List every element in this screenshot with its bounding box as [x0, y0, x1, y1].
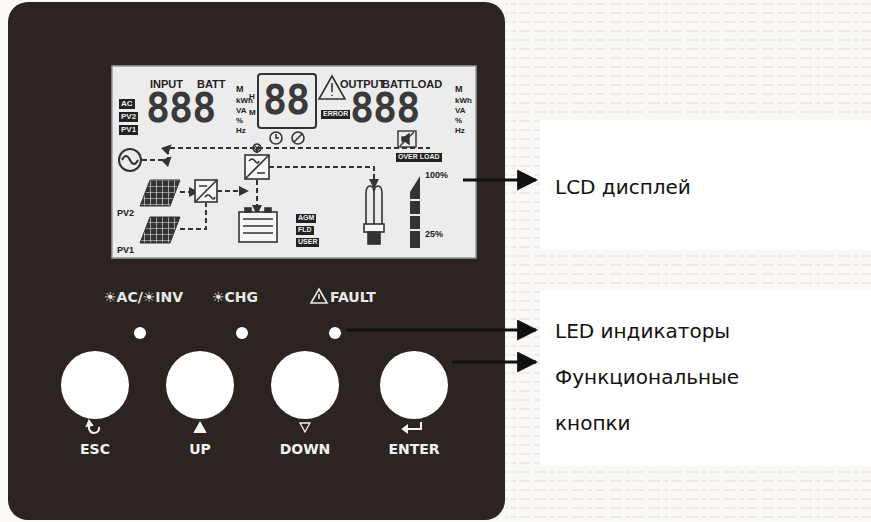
lcd-icons — [119, 76, 345, 171]
led-label: FAULT — [330, 289, 376, 305]
power-flow-lines — [142, 148, 430, 229]
timer-frame — [258, 74, 316, 128]
fault-triangle — [311, 289, 327, 303]
lcd-label: PV2 — [117, 208, 134, 218]
lcd-label: VA — [455, 106, 466, 115]
lcd-label: Hz — [236, 126, 246, 135]
callout-box: LCD дисплей — [540, 120, 871, 250]
callout-text: LED индикаторы — [555, 308, 855, 354]
lcd-indicator: ERROR — [321, 110, 350, 119]
watermark-texture — [505, 0, 871, 522]
lcd-label: M — [249, 108, 256, 117]
lcd-label: kWh — [455, 96, 472, 105]
button-icons — [87, 421, 421, 433]
inverter-symbol — [195, 155, 269, 202]
leader-arrow — [346, 180, 536, 362]
lcd-indicator: PV2 — [119, 112, 138, 122]
led-dot — [134, 327, 341, 339]
lcd-digits: 88 — [263, 80, 309, 120]
lcd-label: Hz — [455, 126, 465, 135]
lcd-label: 100% — [425, 170, 448, 180]
solar-panel — [140, 180, 180, 206]
push-button — [61, 351, 448, 419]
lcd-label: VA — [236, 106, 247, 115]
lcd-label: % — [455, 116, 462, 125]
button-label: ESC — [80, 441, 110, 457]
load-bulb — [364, 186, 384, 244]
button-label: UP — [189, 441, 211, 457]
lcd-label: 25% — [425, 229, 443, 239]
battery-symbol — [239, 208, 277, 242]
callout-text: LCD дисплей — [555, 164, 855, 210]
mute-icon — [398, 131, 416, 147]
lcd-label: H — [249, 92, 255, 101]
lcd-screen — [112, 66, 476, 258]
lcd-digits: 888 — [350, 88, 419, 128]
lcd-digits: 888 — [146, 88, 215, 128]
lcd-indicator: FLD — [296, 226, 314, 235]
lcd-label: PV1 — [117, 245, 134, 255]
led-label: ☀AC/☀INV — [104, 289, 183, 305]
lcd-indicator: OVER LOAD — [396, 153, 442, 162]
lcd-indicator: PV1 — [119, 125, 138, 135]
lcd-label: % — [236, 116, 243, 125]
button-label: ENTER — [388, 441, 439, 457]
lcd-indicator: AC — [119, 99, 135, 109]
load-bar — [410, 176, 420, 248]
control-panel — [8, 2, 505, 520]
callout-text: Функциональные кнопки — [555, 354, 785, 446]
solar-panel — [140, 217, 180, 243]
led-label: ☀CHG — [212, 289, 258, 305]
callout-box: LED индикаторыФункциональные кнопки — [540, 290, 871, 466]
lcd-label: M — [455, 84, 463, 94]
lcd-indicator: AGM — [296, 214, 316, 223]
lcd-indicator: USER — [296, 238, 319, 247]
button-label: DOWN — [280, 441, 331, 457]
lcd-label: M — [236, 84, 244, 94]
